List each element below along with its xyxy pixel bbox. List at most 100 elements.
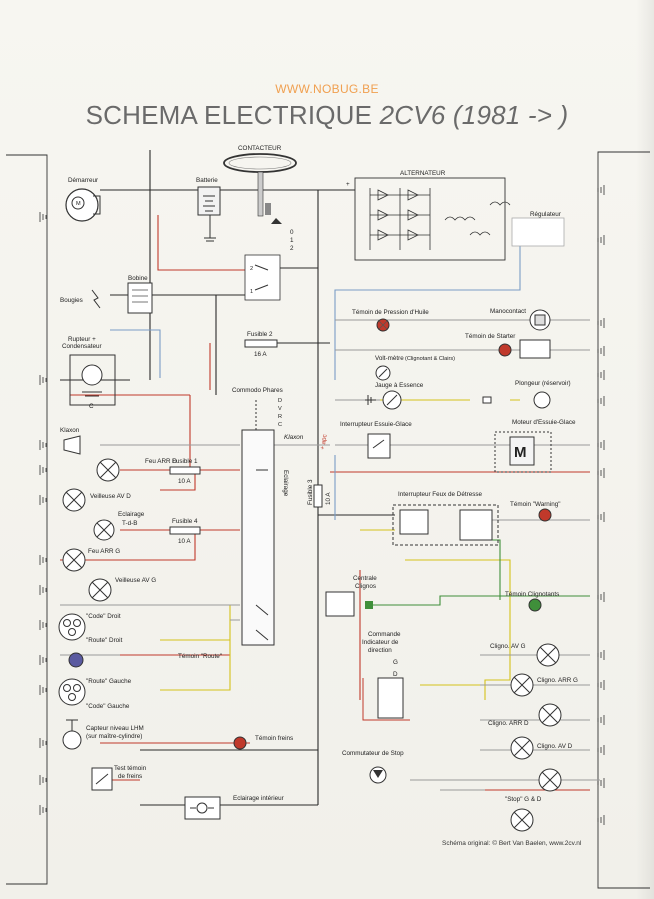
plongeur: Plongeur (réservoir): [482, 380, 571, 409]
lamp-veilleuse-av-g: Veilleuse AV G: [88, 577, 156, 602]
cligno-av-d-label: Cligno. AV D: [537, 743, 573, 750]
centrale-clignos: Centrale Clignos: [325, 575, 377, 617]
temoin-starter: Témoin de Starter: [465, 333, 551, 359]
switch-term-1: 1: [250, 289, 253, 295]
klaxon-label: Klaxon: [60, 427, 80, 434]
fusible4-label: Fusible 4: [172, 518, 198, 525]
title-model: 2CV6: [379, 100, 446, 130]
fusible3-rating: 10 A: [325, 492, 332, 505]
commande-g: G: [393, 659, 398, 666]
commodo-phares: Commodo Phares D V R C Klaxon Eclairage: [232, 387, 304, 646]
cligno-av-g: Cligno. AV G: [490, 643, 560, 667]
contact-pos-2: 2: [290, 245, 294, 252]
temoin-huile: Témoin de Pression d'Huile: [352, 309, 429, 332]
temoin-freins: Témoin freins: [233, 735, 293, 750]
plongeur-label: Plongeur (réservoir): [515, 380, 571, 387]
regulateur: Régulateur: [511, 211, 565, 247]
commande-label-1: Commande: [368, 631, 401, 638]
temoin-clignotants: Témoin Clignotants: [505, 591, 559, 612]
capteur-lhm-label-1: Capteur niveau LHM: [86, 725, 144, 732]
starter-m: M: [76, 201, 81, 207]
commutateur-stop: Commutateur de Stop: [342, 750, 404, 784]
commande-label-2: Indicateur de: [362, 639, 399, 646]
temoin-freins-label: Témoin freins: [255, 735, 293, 742]
handwritten-note: + apc: [319, 434, 329, 451]
moteur-essuie-label: Moteur d'Essuie-Glace: [512, 419, 576, 426]
rupteur-label: Rupteur +: [68, 336, 96, 343]
batterie-label: Batterie: [196, 177, 218, 184]
jauge-essence: Jauge à Essence: [365, 382, 424, 410]
detresse-label: Interrupteur Feux de Détresse: [398, 491, 482, 498]
alternateur: ALTERNATEUR +: [346, 170, 511, 261]
cligno-arr-d-label: Cligno. ARR D: [488, 720, 529, 727]
interrupteur-detresse: Interrupteur Feux de Détresse: [392, 491, 499, 546]
commutateur-stop-label: Commutateur de Stop: [342, 750, 404, 757]
moteur-letter: M: [514, 444, 527, 461]
route-gauche-label: "Route" Gauche: [86, 678, 132, 685]
feu-arr-d-label: Feu ARR D: [145, 458, 177, 465]
manocontact: Manocontact: [490, 308, 551, 331]
fusible-2: Fusible 2 16 A: [244, 331, 278, 358]
contacteur-label: CONTACTEUR: [238, 145, 282, 152]
contacteur: CONTACTEUR 0 1 2 2 1: [223, 145, 297, 301]
fusible1-label: Fusible 1: [172, 458, 198, 465]
phare-gauche: "Route" Gauche "Code" Gauche: [58, 678, 132, 710]
code-droit-label: "Code" Droit: [86, 613, 121, 620]
condensateur-c: C: [89, 403, 94, 410]
bougies-label: Bougies: [60, 297, 83, 304]
cligno-arr-g-label: Cligno. ARR G: [537, 677, 578, 684]
temoin-route: Témoin "Route": [68, 652, 222, 668]
cligno-arr-g: Cligno. ARR G: [510, 673, 578, 697]
demarreur-label: Démarreur: [68, 177, 98, 184]
temoin-huile-label: Témoin de Pression d'Huile: [352, 309, 429, 316]
lamp-feu-arr-g: Feu ARR G: [62, 548, 120, 572]
test-temoin-label-2: de freins: [118, 773, 142, 780]
eclairage-interieur: Eclairage intérieur: [184, 795, 284, 820]
paper-edge-shadow: [636, 0, 654, 899]
jauge-label: Jauge à Essence: [375, 382, 424, 389]
title-prefix: SCHEMA ELECTRIQUE: [85, 100, 373, 130]
route-droit-label: "Route" Droit: [86, 637, 123, 644]
switch-term-2: 2: [250, 266, 253, 272]
wire-grey: [60, 319, 600, 791]
wiring: [60, 150, 600, 806]
contact-pos-0: 0: [290, 229, 294, 236]
cligno-av-g-label: Cligno. AV G: [490, 643, 526, 650]
commande-d: D: [393, 671, 398, 678]
test-temoin-freins: Test témoin de freins: [91, 765, 147, 791]
voltmetre-note: (Clignotant & Clairs): [405, 356, 455, 362]
commodo-pos-c: C: [278, 422, 282, 428]
feu-arr-g-label: Feu ARR G: [88, 548, 120, 555]
fusible1-rating: 10 A: [178, 478, 191, 485]
lamp-veilleuse-av-d: Veilleuse AV D: [62, 488, 131, 512]
capteur-lhm-label-2: (sur maître-cylindre): [86, 733, 142, 740]
temoin-starter-label: Témoin de Starter: [465, 333, 515, 340]
capteur-lhm: Capteur niveau LHM (sur maître-cylindre): [62, 719, 144, 750]
interrupteur-essuie-label: Interrupteur Essuie-Glace: [340, 421, 412, 428]
cligno-arr-d: Cligno. ARR D: [488, 703, 562, 727]
site-url: WWW.NOBUG.BE: [275, 82, 379, 96]
eclairage-tdb-label-1: Eclairage: [118, 511, 145, 518]
commodo-label: Commodo Phares: [232, 387, 283, 394]
contact-pos-1: 1: [290, 237, 294, 244]
manocontact-label: Manocontact: [490, 308, 526, 315]
klaxon: Klaxon: [60, 427, 81, 455]
lamp-stop-1: [538, 768, 562, 792]
centrale-label-1: Centrale: [353, 575, 377, 582]
bobine-label: Bobine: [128, 275, 148, 282]
temoin-clignotants-label: Témoin Clignotants: [505, 591, 559, 598]
commodo-pos-v: V: [278, 406, 282, 412]
alternateur-plus: +: [346, 181, 350, 188]
batterie: Batterie: [196, 177, 221, 242]
footer-credit: Schéma original: © Bert Van Baelen, www.…: [442, 840, 582, 847]
fusible-3: Fusible 3 10 A + apc: [307, 434, 332, 508]
temoin-warning-label: Témoin "Warning": [510, 501, 560, 508]
commande-label-3: direction: [368, 647, 392, 654]
eclairage-vertical-label: Eclairage: [282, 470, 289, 497]
commande-indicateur: Commande Indicateur de direction G D: [362, 631, 410, 721]
frame: [6, 151, 650, 889]
title-years: (1981 -> ): [452, 100, 569, 130]
fusible3-label: Fusible 3: [307, 479, 314, 505]
klaxon-switch-label: Klaxon: [284, 434, 304, 441]
